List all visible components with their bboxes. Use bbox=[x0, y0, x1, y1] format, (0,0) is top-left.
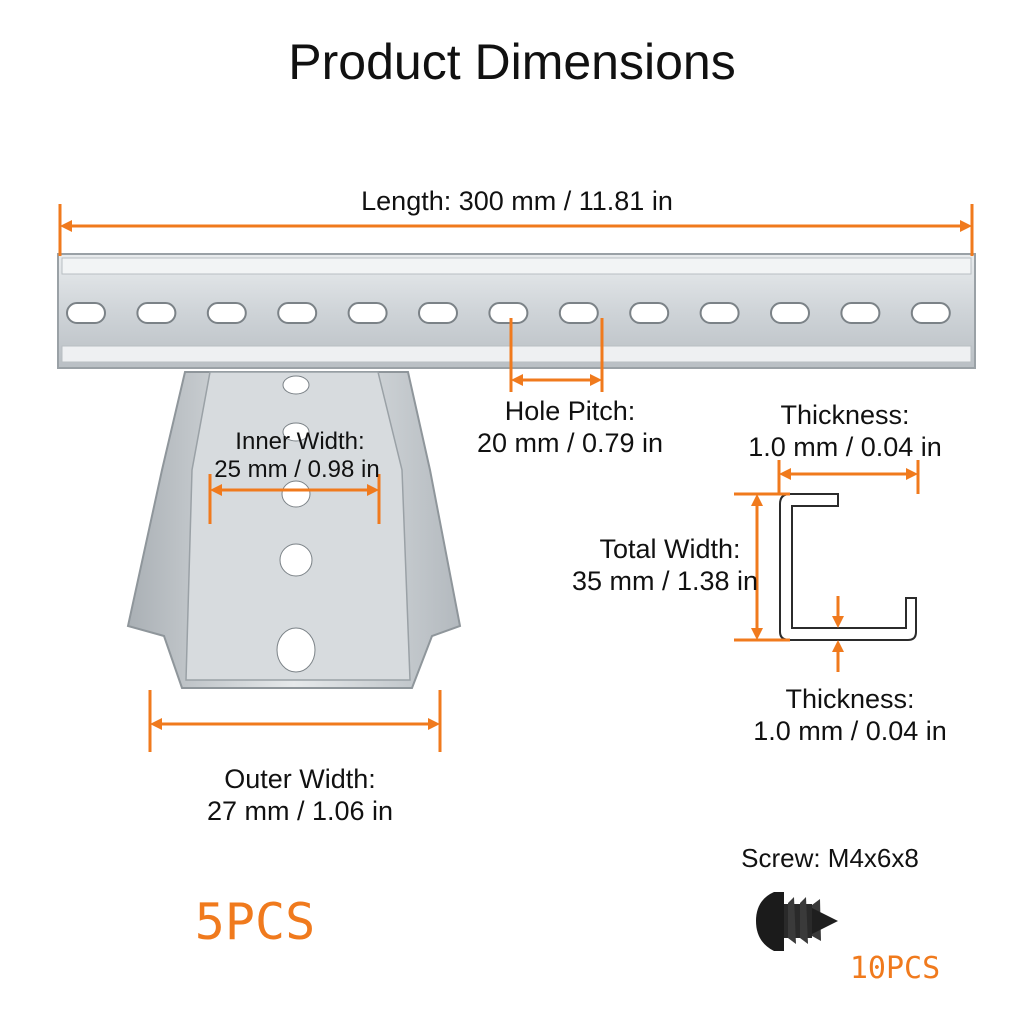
dimension-arrowheads bbox=[60, 220, 972, 730]
rail-hole bbox=[770, 302, 810, 324]
length-label: Length: 300 mm / 11.81 in bbox=[361, 186, 673, 216]
rail-slot bbox=[282, 375, 310, 395]
rail-hole bbox=[699, 302, 740, 324]
rail-slot bbox=[279, 543, 313, 577]
rail-slot bbox=[281, 480, 311, 508]
rail-hole bbox=[910, 302, 951, 324]
rail-side-view bbox=[57, 253, 976, 369]
rail-quantity: 5PCS bbox=[194, 893, 316, 951]
rail-hole bbox=[418, 302, 458, 324]
rail-end-view bbox=[126, 371, 462, 689]
rail-hole bbox=[558, 302, 599, 324]
screw-quantity: 10PCS bbox=[849, 951, 941, 986]
rail-hole bbox=[206, 302, 247, 324]
inner-width-value: 25 mm / 0.98 in bbox=[214, 456, 380, 483]
thickness-top-value: 1.0 mm / 0.04 in bbox=[748, 432, 942, 462]
rail-holes bbox=[66, 302, 951, 324]
screw-label: Screw: M4x6x8 bbox=[741, 843, 919, 873]
rail-hole bbox=[840, 302, 881, 324]
rail-hole bbox=[277, 302, 318, 324]
outer-width-title: Outer Width: bbox=[224, 764, 376, 794]
rail-hole bbox=[347, 302, 388, 324]
rail-hole bbox=[488, 302, 529, 324]
thickness-top-title: Thickness: bbox=[780, 400, 910, 430]
page-title: Product Dimensions bbox=[288, 34, 736, 90]
hole-pitch-title: Hole Pitch: bbox=[504, 396, 636, 426]
rail-hole bbox=[629, 302, 670, 324]
outer-width-value: 27 mm / 1.06 in bbox=[206, 796, 394, 826]
total-width-value: 35 mm / 1.38 in bbox=[571, 566, 759, 596]
total-width-title: Total Width: bbox=[599, 534, 741, 564]
inner-width-title: Inner Width: bbox=[235, 428, 365, 455]
screw-icon bbox=[756, 892, 838, 951]
rail-slot bbox=[276, 627, 316, 673]
rail-slot bbox=[282, 422, 310, 442]
thickness-bottom-title: Thickness: bbox=[785, 684, 915, 714]
thickness-bottom-value: 1.0 mm / 0.04 in bbox=[753, 716, 947, 746]
rail-hole bbox=[136, 302, 177, 324]
rail-hole bbox=[66, 302, 106, 324]
hole-pitch-value: 20 mm / 0.79 in bbox=[476, 428, 664, 458]
